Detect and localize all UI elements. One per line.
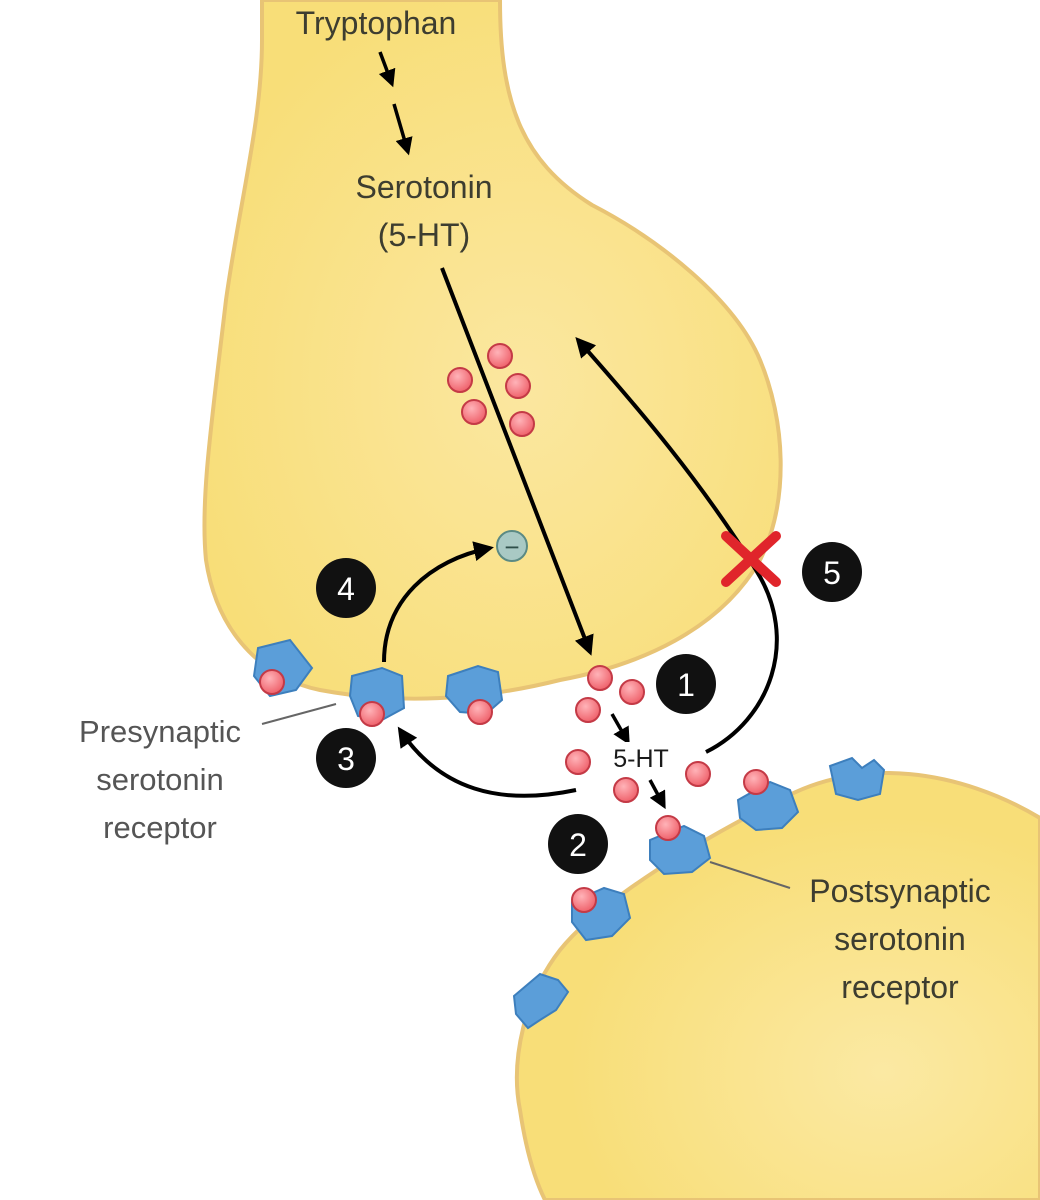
inhibition-arrow <box>382 541 494 663</box>
serotonin-molecule <box>509 411 535 437</box>
serotonin-molecule <box>359 701 385 727</box>
label-cleft-5ht: 5-HT <box>613 745 669 773</box>
label-presynaptic: Presynaptic <box>79 714 241 749</box>
serotonin-molecule <box>587 665 613 691</box>
step-badge-1: 1 <box>656 654 716 714</box>
svg-text:5: 5 <box>823 555 841 591</box>
serotonin-molecule <box>505 373 531 399</box>
presynaptic-leader-line <box>261 703 337 725</box>
label-presynaptic-receptor: receptor <box>103 810 217 845</box>
serotonin-molecule <box>613 777 639 803</box>
step-badge-4: 4 <box>316 558 376 618</box>
step-badge-5: 5 <box>802 542 862 602</box>
svg-text:1: 1 <box>677 667 695 703</box>
postsynaptic-receptor <box>828 756 886 802</box>
serotonin-molecule <box>685 761 711 787</box>
step-badge-2: 2 <box>548 814 608 874</box>
label-tryptophan: Tryptophan <box>296 5 457 41</box>
serotonin-molecule <box>655 815 681 841</box>
serotonin-molecule <box>619 679 645 705</box>
serotonin-molecule <box>575 697 601 723</box>
inhibition-symbol: − <box>496 530 528 562</box>
postsynaptic-receptor <box>512 972 570 1030</box>
cleft-serotonin-molecules <box>259 665 769 913</box>
vesicle-serotonin-cluster <box>447 343 535 437</box>
serotonin-molecule <box>565 749 591 775</box>
label-serotonin: Serotonin <box>356 169 493 205</box>
serotonin-molecule <box>571 887 597 913</box>
serotonin-molecule <box>461 399 487 425</box>
release-arrow <box>440 267 594 656</box>
postsynaptic-leader-line <box>709 861 791 889</box>
label-presynaptic-serotonin: serotonin <box>96 762 224 797</box>
label-postsynaptic-receptor: receptor <box>841 969 959 1005</box>
binding-arrow <box>610 713 630 746</box>
reuptake-block-x-icon <box>721 531 781 587</box>
svg-text:4: 4 <box>337 571 355 607</box>
autoreceptor-arrow <box>397 726 577 798</box>
svg-text:2: 2 <box>569 827 587 863</box>
step-badge-3: 3 <box>316 728 376 788</box>
serotonin-molecule <box>743 769 769 795</box>
label-postsynaptic-serotonin: serotonin <box>834 921 966 957</box>
svg-text:−: − <box>504 532 519 562</box>
synthesis-arrow <box>378 51 396 88</box>
serotonin-molecule <box>447 367 473 393</box>
serotonin-molecule <box>487 343 513 369</box>
serotonin-molecule <box>467 699 493 725</box>
cleft-5ht-label-bg <box>598 742 684 774</box>
svg-text:3: 3 <box>337 741 355 777</box>
binding-arrow <box>648 779 666 810</box>
synthesis-arrow <box>392 103 413 156</box>
label-serotonin-abbrev: (5-HT) <box>378 217 470 253</box>
label-postsynaptic: Postsynaptic <box>809 873 990 909</box>
serotonin-molecule <box>259 669 285 695</box>
